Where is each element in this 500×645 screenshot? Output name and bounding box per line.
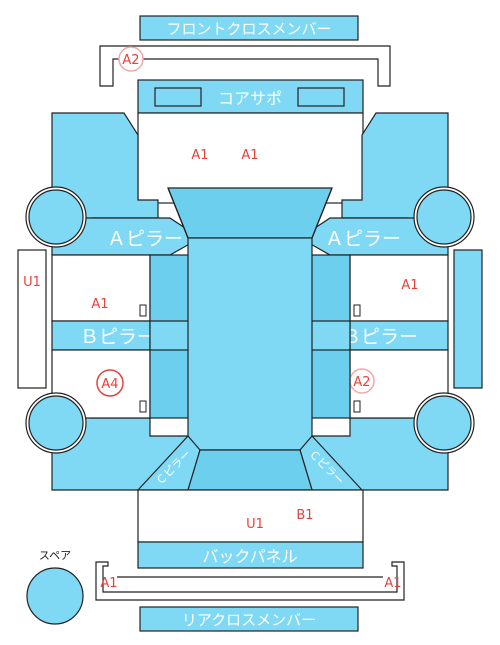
front-bumper-outline[interactable] (99, 45, 391, 87)
left-front-floor[interactable] (51, 254, 151, 322)
front-cross-member[interactable]: フロントクロスメンバー (139, 15, 359, 41)
right-front-floor[interactable] (349, 254, 449, 322)
b-pillar-left-label: Ｂピラー (80, 326, 156, 348)
b-pillar-right-label: Ｂピラー (342, 326, 418, 348)
right-rear-floor-circle-code: A2 (349, 368, 375, 394)
a-pillar-left-label: Ａピラー (107, 228, 183, 250)
core-support-label: コアサポ (218, 89, 282, 108)
a-pillar-left[interactable]: Ａピラー (51, 217, 202, 256)
left-rocker-code: U1 (23, 275, 41, 290)
rear-cross-member-label: リアクロスメンバー (182, 611, 316, 629)
wheel-rear-right[interactable] (413, 392, 475, 454)
a-pillar-right[interactable]: Ａピラー (298, 217, 449, 256)
rear-member-left-code: A1 (100, 576, 117, 591)
trunk-b1-code: B1 (296, 508, 313, 523)
back-panel-label: バックパネル (202, 547, 297, 566)
a-pillar-right-label: Ａピラー (325, 228, 401, 250)
svg-text:A2: A2 (353, 375, 370, 390)
right-rocker[interactable] (453, 249, 483, 389)
left-rear-floor-circle-code: A4 (96, 369, 124, 397)
core-area-code-2: A1 (241, 148, 258, 163)
roof-center[interactable] (187, 237, 313, 451)
core-support[interactable]: コアサポ (137, 79, 364, 114)
rear-window[interactable] (187, 449, 313, 491)
trunk-u1-code: U1 (246, 517, 264, 532)
left-front-floor-code: A1 (91, 297, 108, 312)
spare-label: スペア (39, 549, 71, 562)
rear-bumper-outline[interactable] (95, 561, 405, 601)
rear-cross-member[interactable]: リアクロスメンバー (139, 606, 359, 632)
rear-member-right-code: A1 (384, 576, 401, 591)
wheel-front-right[interactable] (413, 186, 475, 248)
left-rocker[interactable]: U1 (17, 249, 47, 389)
front-member-circle-code: A2 (118, 46, 144, 72)
wheel-rear-left[interactable] (25, 392, 87, 454)
spare-tire[interactable]: スペア (26, 549, 84, 625)
back-panel[interactable]: バックパネル (137, 541, 364, 569)
wheel-front-left[interactable] (25, 186, 87, 248)
core-area-code-1: A1 (191, 148, 208, 163)
svg-text:A4: A4 (101, 377, 118, 392)
right-front-floor-code: A1 (401, 278, 418, 293)
front-cross-member-label: フロントクロスメンバー (166, 20, 331, 38)
svg-text:A2: A2 (122, 53, 139, 68)
trunk-floor[interactable] (137, 489, 364, 543)
